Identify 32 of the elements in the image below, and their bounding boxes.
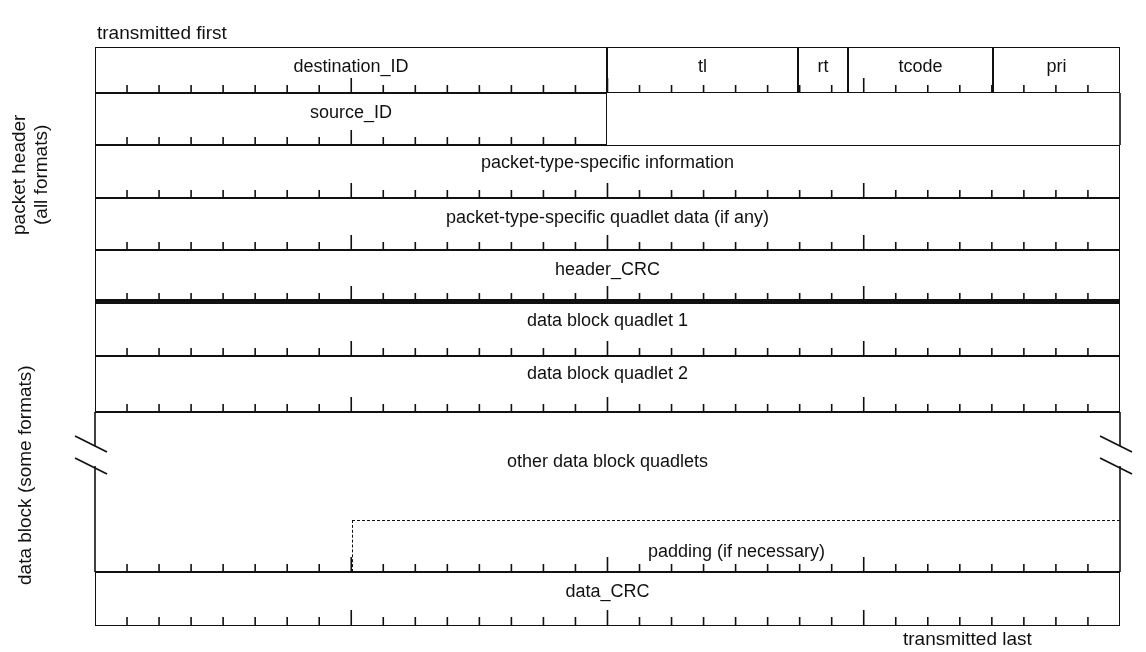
field-name: source_ID (308, 102, 393, 123)
field-box (95, 303, 1120, 356)
field-name: pri (1045, 56, 1068, 77)
section-label: packet header (all formats) (8, 113, 52, 238)
field-box (95, 93, 607, 145)
field-box (95, 47, 607, 93)
order-note: transmitted last (903, 628, 1032, 650)
field-box (607, 47, 798, 93)
field-name: tcode (897, 56, 944, 77)
field-name: rt (816, 56, 830, 77)
field-name: data block quadlet 1 (525, 310, 690, 331)
field-name: data_CRC (564, 581, 651, 602)
order-note: transmitted first (97, 22, 227, 44)
field-name: destination_ID (292, 56, 410, 77)
field-box (95, 572, 1120, 626)
field-box (95, 198, 1120, 250)
field-name: tl (697, 56, 708, 77)
section-label: data block (some formats) (14, 364, 36, 587)
field-name: other data block quadlets (505, 451, 710, 472)
field-box (95, 145, 1120, 198)
field-name: data block quadlet 2 (525, 363, 690, 384)
field-name: header_CRC (553, 259, 662, 280)
field-box (95, 412, 1120, 572)
field-name: packet-type-specific quadlet data (if any) (444, 207, 771, 228)
field-box (95, 356, 1120, 412)
field-box (993, 47, 1120, 93)
field-box (95, 250, 1120, 303)
field-box (352, 519, 1120, 572)
field-box (848, 47, 993, 93)
field-name: packet-type-specific information (479, 152, 736, 173)
field-box (798, 47, 848, 93)
field-name: padding (if necessary) (646, 540, 827, 562)
